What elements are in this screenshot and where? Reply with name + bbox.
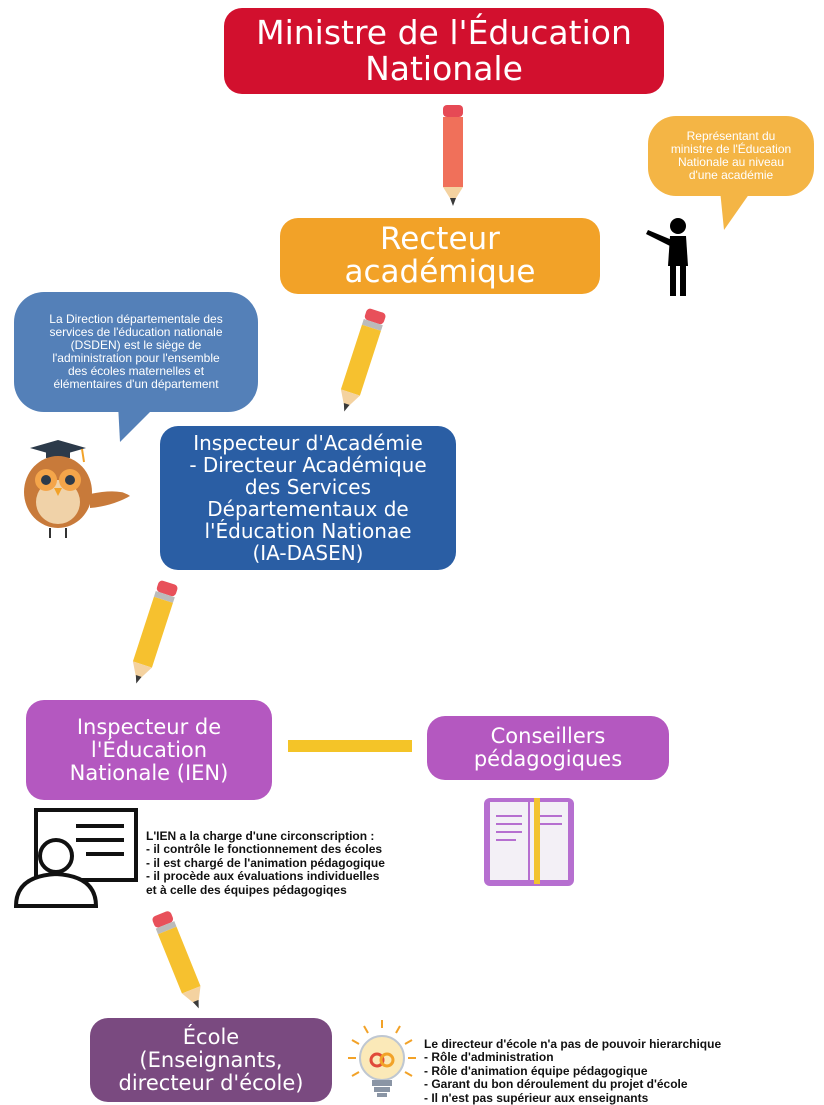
bubble-recteur-note-text: Représentant du ministre de l'Éducation … [670,129,792,182]
bubble-dsden-note-text: La Direction départementale des services… [49,312,223,391]
node-recteur-label: Recteur académique [344,221,536,290]
node-ien: Inspecteur de l'Éducation Nationale (IEN… [26,700,272,800]
node-ecole-label: École (Enseignants, directeur d'école) [118,1024,304,1095]
bubble-recteur-note: Représentant du ministre de l'Éducation … [648,116,814,196]
node-conseillers: Conseillers pédagogiques [427,716,669,780]
bubble-recteur-tail [720,190,752,230]
pencil-icon-red [443,105,463,206]
node-dasen-label: Inspecteur d'Académie - Directeur Académ… [189,431,427,565]
pencil-icon-yellow-3 [152,911,201,1009]
node-ministre-label: Ministre de l'Éducation Nationale [256,13,632,88]
note-ien-role-text: L'IEN a la charge d'une circonscription … [146,828,385,897]
node-ministre: Ministre de l'Éducation Nationale [224,8,664,94]
node-ien-label: Inspecteur de l'Éducation Nationale (IEN… [69,714,229,785]
note-directeur-role-text: Le directeur d'école n'a pas de pouvoir … [424,1036,722,1105]
owl-graduate-icon [24,440,130,538]
note-ien-role: L'IEN a la charge d'une circonscription … [146,816,466,897]
node-dasen: Inspecteur d'Académie - Directeur Académ… [160,426,456,570]
node-ecole: École (Enseignants, directeur d'école) [90,1018,332,1102]
connector-bar [288,740,412,752]
note-directeur-role: Le directeur d'école n'a pas de pouvoir … [424,1024,816,1105]
light-bulb-icon [348,1020,416,1097]
open-book-icon [484,798,574,886]
pencil-icon-yellow-1 [340,308,386,412]
pencil-icon-yellow-2 [132,580,178,684]
node-recteur: Recteur académique [280,218,600,294]
bubble-dsden-tail [118,404,158,442]
bubble-dsden-note: La Direction départementale des services… [14,292,258,412]
node-conseillers-label: Conseillers pédagogiques [473,724,623,771]
teacher-board-icon [13,808,138,908]
pointing-person-icon [646,218,688,296]
